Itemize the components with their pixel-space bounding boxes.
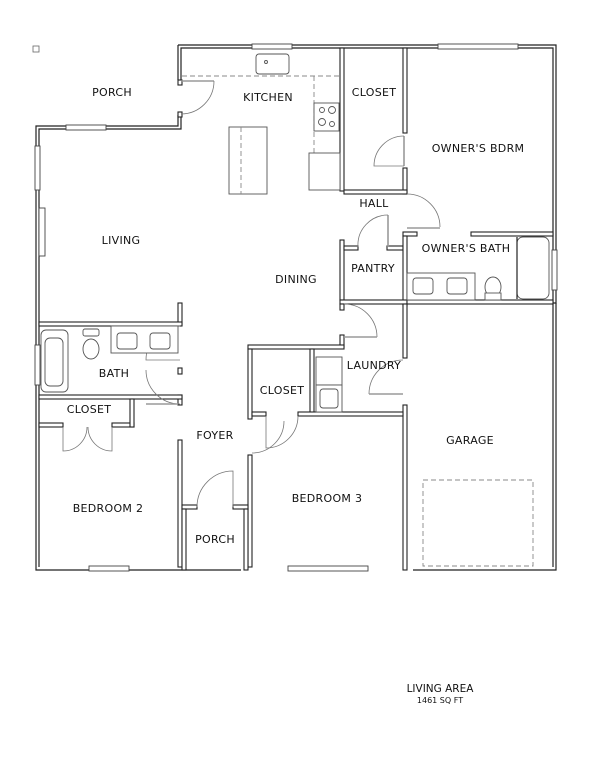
room-label-owners-bdrm: OWNER'S BDRM	[432, 142, 525, 155]
fixtures	[40, 53, 550, 567]
parking-area	[422, 479, 534, 567]
room-label-owners-bath: OWNER'S BATH	[422, 242, 511, 255]
interior-walls	[38, 47, 554, 571]
sink-icon	[446, 277, 468, 295]
room-label-living: LIVING	[102, 234, 141, 247]
refrigerator-icon	[308, 152, 341, 191]
sink-icon	[149, 332, 171, 350]
washer-icon	[315, 356, 343, 386]
toilet-icon	[82, 338, 100, 360]
room-label-garage: GARAGE	[446, 434, 494, 447]
room-label-porch-front: PORCH	[195, 533, 235, 546]
room-label-bedroom-2: BEDROOM 2	[73, 502, 144, 515]
room-label-laundry: LAUNDRY	[347, 359, 401, 372]
corner-marker-icon	[32, 45, 40, 53]
room-label-bath: BATH	[99, 367, 129, 380]
room-labels: PORCH KITCHEN CLOSET OWNER'S BDRM HALL O…	[67, 86, 525, 546]
sink-icon	[412, 277, 434, 295]
room-label-closet-bed2: CLOSET	[67, 403, 112, 416]
room-label-kitchen: KITCHEN	[243, 91, 293, 104]
sink-icon	[116, 332, 138, 350]
range-icon	[313, 102, 340, 132]
shower-icon	[516, 236, 550, 300]
kitchen-sink-icon	[255, 53, 290, 75]
room-label-foyer: FOYER	[196, 429, 233, 442]
area-value: 1461 SQ FT	[417, 696, 463, 705]
room-label-closet-owner: CLOSET	[352, 86, 397, 99]
room-label-porch-back: PORCH	[92, 86, 132, 99]
room-label-dining: DINING	[275, 273, 317, 286]
room-label-closet-hall: CLOSET	[260, 384, 305, 397]
room-label-bedroom-3: BEDROOM 3	[292, 492, 363, 505]
room-label-pantry: PANTRY	[351, 262, 395, 275]
area-title: LIVING AREA	[407, 683, 475, 695]
area-summary: LIVING AREA 1461 SQ FT	[407, 683, 475, 705]
kitchen-island-icon	[228, 126, 268, 195]
windows	[34, 43, 558, 572]
room-label-hall: HALL	[359, 197, 389, 210]
